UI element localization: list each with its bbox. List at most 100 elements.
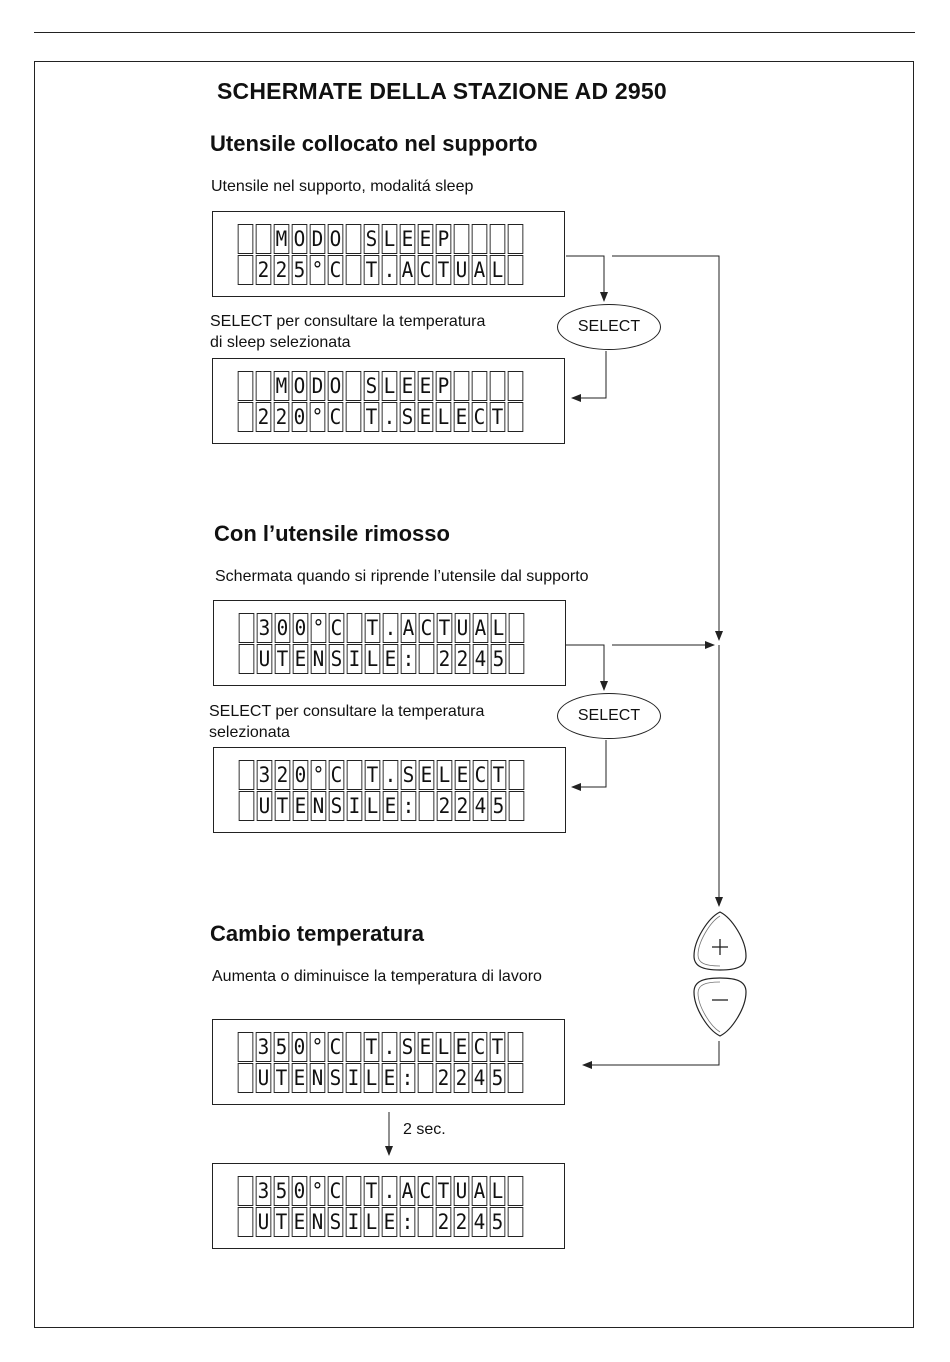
- lcd-char-cell: T: [273, 1063, 290, 1093]
- lcd-char-cell: E: [399, 224, 416, 254]
- lcd-char-cell: [417, 1207, 434, 1237]
- arrow-to-display: [571, 351, 607, 402]
- section-caption-temp-change: Aumenta o diminuisce la temperatura di l…: [212, 968, 542, 985]
- lcd-char-cell: 0: [274, 613, 291, 643]
- lcd-char-cell: T: [364, 613, 381, 643]
- page-frame: [34, 61, 914, 1328]
- lcd-char-cell: E: [291, 1063, 308, 1093]
- lcd-char-cell: L: [489, 255, 506, 285]
- lcd-char-cell: [238, 791, 255, 821]
- lcd-char-cell: T: [490, 760, 507, 790]
- lcd-char-cell: [507, 255, 524, 285]
- delay-label: 2 sec.: [403, 1121, 446, 1138]
- lcd-char-cell: 2: [454, 791, 471, 821]
- lcd-char-cell: P: [435, 371, 452, 401]
- lcd-char-cell: 2: [436, 791, 453, 821]
- lcd-char-cell: T: [489, 402, 506, 432]
- lcd-char-cell: E: [453, 402, 470, 432]
- lcd-char-cell: E: [417, 371, 434, 401]
- plus-key-icon[interactable]: [693, 911, 747, 971]
- lcd-char-cell: [346, 613, 363, 643]
- lcd-char-cell: S: [363, 224, 380, 254]
- lcd-char-cell: [489, 224, 506, 254]
- select-caption-line2: di sleep selezionata: [210, 334, 351, 351]
- lcd-char-cell: [346, 760, 363, 790]
- lcd-char-cell: E: [417, 224, 434, 254]
- lcd-char-cell: U: [453, 1176, 470, 1206]
- lcd-char-cell: I: [345, 1207, 362, 1237]
- lcd-char-cell: S: [327, 1063, 344, 1093]
- section-caption-in-holder: Utensile nel supporto, modalitá sleep: [211, 178, 474, 195]
- lcd-char-cell: C: [327, 1176, 344, 1206]
- lcd-char-cell: M: [273, 371, 290, 401]
- lcd-char-cell: L: [436, 760, 453, 790]
- arrow-to-select: [566, 255, 608, 302]
- lcd-char-cell: U: [255, 1207, 272, 1237]
- lcd-char-cell: T: [364, 760, 381, 790]
- lcd-char-cell: N: [310, 791, 327, 821]
- lcd-char-cell: 5: [489, 1063, 506, 1093]
- lcd-char-cell: [508, 644, 525, 674]
- lcd-char-cell: E: [382, 791, 399, 821]
- lcd-char-cell: T: [273, 1207, 290, 1237]
- lcd-char-cell: T: [363, 1176, 380, 1206]
- section-heading-in-holder: Utensile collocato nel supporto: [210, 131, 538, 156]
- lcd-char-cell: 2: [435, 1207, 452, 1237]
- lcd-char-cell: S: [400, 760, 417, 790]
- section-caption-removed: Schermata quando si riprende l’utensile …: [215, 568, 589, 585]
- lcd-char-cell: 0: [292, 760, 309, 790]
- lcd-char-cell: E: [381, 1207, 398, 1237]
- lcd-char-cell: 5: [490, 791, 507, 821]
- lcd-char-cell: S: [328, 644, 345, 674]
- lcd-char-cell: L: [435, 1032, 452, 1062]
- lcd-char-cell: 2: [436, 644, 453, 674]
- lcd-char-cell: [238, 644, 255, 674]
- lcd-char-cell: L: [381, 224, 398, 254]
- lcd-char-cell: M: [273, 224, 290, 254]
- lcd-char-cell: [507, 1032, 524, 1062]
- lcd-char-cell: °: [309, 402, 326, 432]
- select-caption-line1: SELECT per consultare la temperatura: [209, 703, 485, 720]
- lcd-char-cell: [237, 1032, 254, 1062]
- lcd-char-cell: [507, 224, 524, 254]
- lcd-char-cell: D: [309, 224, 326, 254]
- lcd-char-cell: U: [255, 1063, 272, 1093]
- lcd-char-cell: 5: [489, 1207, 506, 1237]
- lcd-char-cell: E: [399, 371, 416, 401]
- lcd-char-cell: [418, 791, 435, 821]
- lcd-char-cell: 2: [435, 1063, 452, 1093]
- arrow-to-select: [566, 644, 608, 691]
- lcd-char-cell: U: [453, 255, 470, 285]
- lcd-char-cell: [345, 255, 362, 285]
- lcd-char-cell: S: [399, 402, 416, 432]
- lcd-char-cell: [237, 255, 254, 285]
- lcd-char-cell: 2: [255, 402, 272, 432]
- select-button[interactable]: SELECT: [557, 304, 661, 350]
- lcd-char-cell: T: [435, 255, 452, 285]
- lcd-char-cell: [255, 224, 272, 254]
- lcd-char-cell: .: [381, 255, 398, 285]
- lcd-char-cell: E: [292, 644, 309, 674]
- lcd-char-cell: L: [364, 791, 381, 821]
- lcd-char-cell: E: [382, 644, 399, 674]
- lcd-char-cell: 4: [472, 644, 489, 674]
- select-button[interactable]: SELECT: [557, 693, 661, 739]
- lcd-char-cell: A: [472, 613, 489, 643]
- minus-key-icon[interactable]: [693, 977, 747, 1037]
- page-title: SCHERMATE DELLA STAZIONE AD 2950: [217, 78, 667, 104]
- lcd-char-cell: 5: [291, 255, 308, 285]
- lcd-char-cell: L: [363, 1063, 380, 1093]
- lcd-char-cell: [508, 760, 525, 790]
- lcd-char-cell: [238, 760, 255, 790]
- lcd-char-cell: C: [472, 760, 489, 790]
- lcd-char-cell: E: [417, 402, 434, 432]
- lcd-char-cell: 2: [454, 644, 471, 674]
- lcd-char-cell: 5: [273, 1176, 290, 1206]
